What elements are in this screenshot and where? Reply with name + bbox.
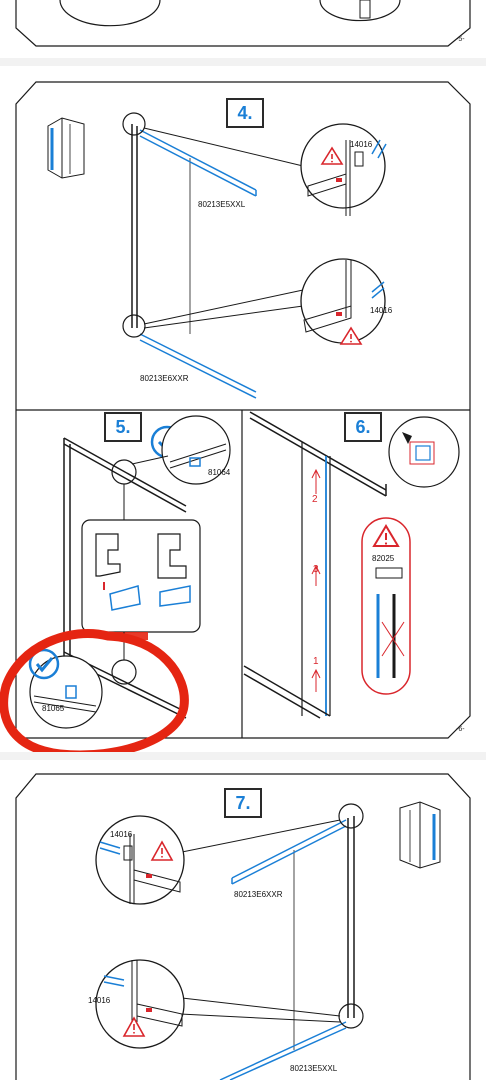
page-5-drawing [15,0,471,47]
part-label: 82025 [372,554,395,563]
warning-icon [372,524,400,547]
warning-icon [122,1016,146,1037]
step-7-number: 7. [224,788,262,818]
part-label: 14016 [350,140,373,149]
part-label: 80213E5XXL [290,1064,338,1073]
part-label: 80213E6XXR [140,374,189,383]
manual-page-6: 4. 5. 6. 80213E5XXL 80213E6XXR 14016 140… [0,66,486,752]
part-label: 14016 [370,306,393,315]
shower-enclosure-icon [399,801,441,869]
page-7-drawing [15,773,471,1080]
step-4-drawing [47,112,387,399]
page-number: -5- [456,36,465,43]
warning-icon [320,146,344,165]
part-label: 14016 [88,996,111,1005]
step-5-number: 5. [104,412,142,442]
page-6-drawing [0,81,471,752]
part-label: 81065 [42,704,65,713]
step-6-drawing [243,411,460,719]
manual-page-7: 7. 80213E6XXR 80213E5XXL 14016 14016 [0,760,486,1080]
part-label: 80213E5XXL [198,200,246,209]
arrow-number-3: 3 [313,564,319,575]
step-4-number: 4. [226,98,264,128]
manual-page-5: -5- [0,0,486,58]
arrow-number-2: 2 [312,494,318,505]
arrow-number-1: 1 [313,656,319,667]
step-6-number: 6. [344,412,382,442]
check-icon [28,648,60,680]
warning-icon [339,326,363,345]
page-number: -6- [456,726,465,733]
shower-enclosure-icon [47,117,85,179]
part-label: 80213E6XXR [234,890,283,899]
red-highlight-circle [0,628,189,752]
step-5-drawing [0,415,231,752]
part-label: 81064 [208,468,231,477]
warning-icon [150,840,174,861]
part-label: 14016 [110,830,133,839]
